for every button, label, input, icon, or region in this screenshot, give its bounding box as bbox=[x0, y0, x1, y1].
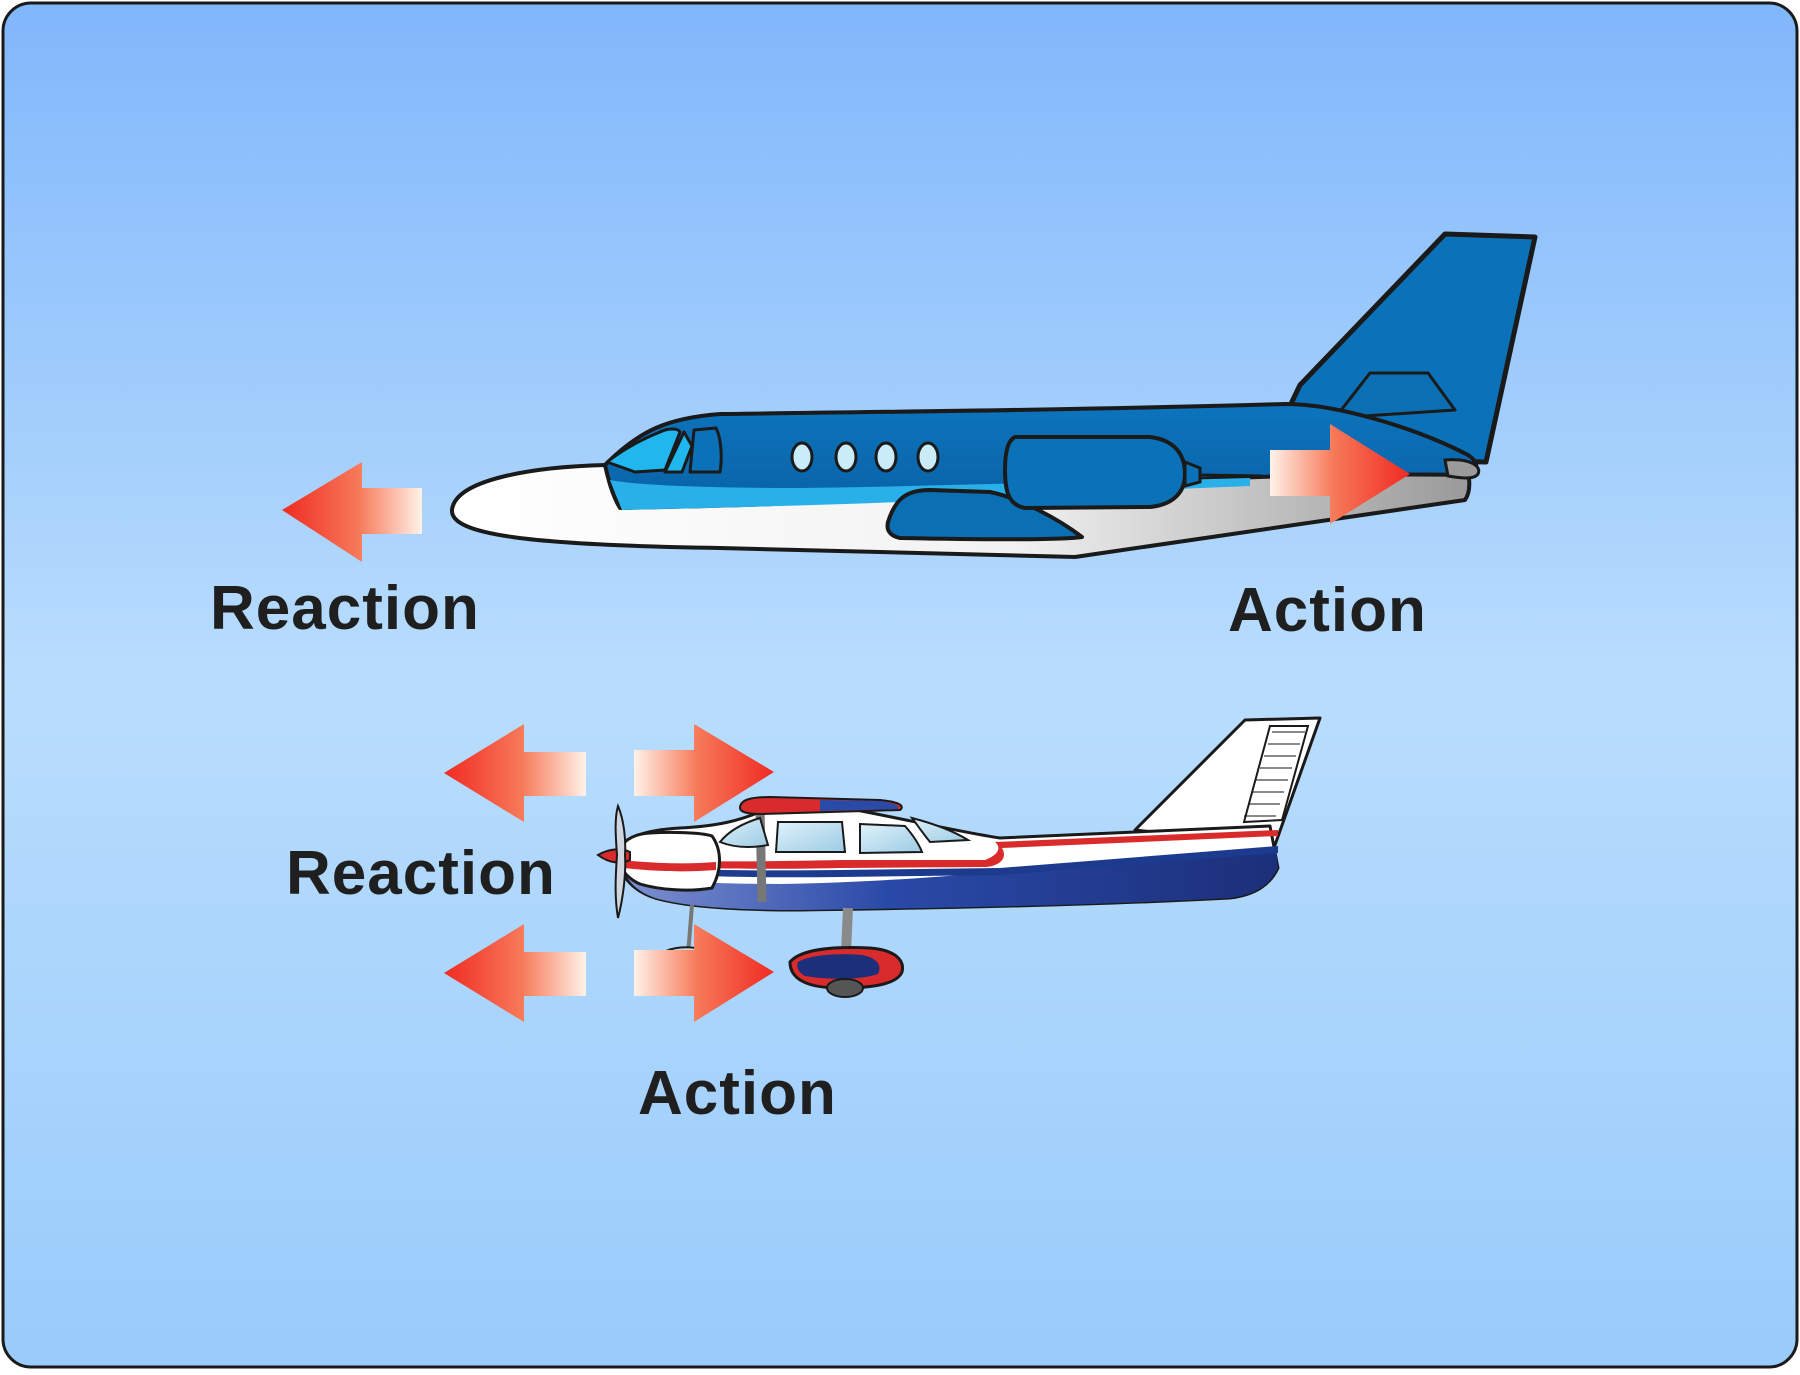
jet-action-label: Action bbox=[1228, 576, 1427, 645]
prop-main-gear bbox=[841, 907, 853, 953]
prop-cowl-stripe bbox=[622, 860, 716, 872]
jet-cockpit-window-2 bbox=[688, 426, 723, 474]
jet-cabin-window-3 bbox=[874, 441, 898, 473]
jet-cockpit-window-1 bbox=[663, 430, 694, 474]
jet-tail-fin-panel bbox=[1333, 371, 1457, 420]
prop-reaction-arrow-bottom bbox=[444, 924, 586, 1022]
prop-rudder-lines bbox=[1244, 731, 1305, 817]
prop-action-arrow-bottom bbox=[634, 924, 774, 1022]
jet-engine-exhaust bbox=[1199, 473, 1263, 478]
prop-wing-tip bbox=[820, 800, 899, 811]
prop-propeller-blade bbox=[614, 803, 627, 919]
jet-action-arrow bbox=[1270, 424, 1410, 524]
jet-cabin-window-4 bbox=[916, 441, 940, 473]
prop-cowl bbox=[616, 830, 721, 892]
jet-reaction-label: Reaction bbox=[210, 574, 480, 643]
prop-rear-window bbox=[909, 816, 972, 844]
prop-red-stripe bbox=[622, 830, 1278, 869]
prop-cabin-window-1 bbox=[774, 821, 847, 853]
jet-engine-nacelle bbox=[1003, 435, 1187, 510]
prop-rudder-outline bbox=[1242, 725, 1310, 824]
prop-cabin-window-2 bbox=[859, 822, 924, 855]
jet-engine-pylon bbox=[1183, 459, 1202, 488]
prop-reaction-label: Reaction bbox=[286, 839, 556, 908]
jet-windshield bbox=[605, 427, 682, 474]
jet-aircraft bbox=[450, 231, 1538, 559]
prop-main-wheel bbox=[826, 978, 864, 998]
prop-windshield bbox=[718, 816, 770, 848]
prop-action-label: Action bbox=[638, 1059, 837, 1128]
jet-tail-cone bbox=[1443, 458, 1481, 480]
prop-reaction-arrow-top bbox=[444, 724, 586, 822]
jet-cabin-window-1 bbox=[790, 441, 814, 473]
prop-action-arrow-top bbox=[634, 724, 774, 822]
jet-reaction-arrow bbox=[282, 462, 422, 562]
propeller-aircraft bbox=[596, 716, 1322, 998]
prop-wheel-fairing-inner bbox=[797, 954, 880, 979]
jet-wing bbox=[885, 488, 1084, 542]
jet-cabin-window-2 bbox=[834, 441, 858, 473]
